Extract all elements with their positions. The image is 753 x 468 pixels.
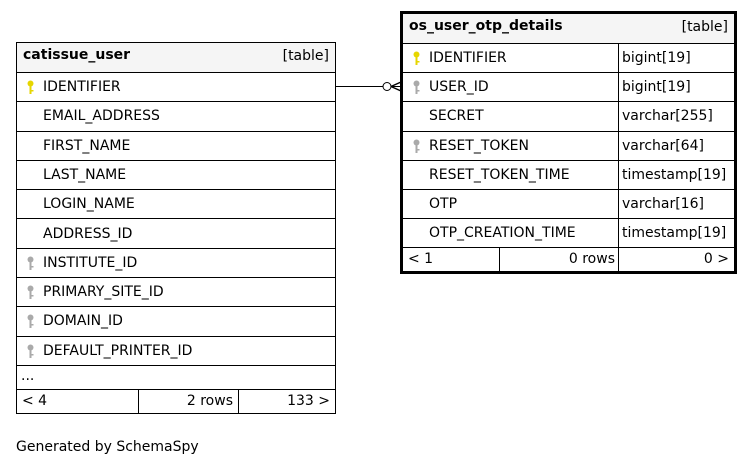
more-columns-row[interactable]: ...: [17, 366, 335, 390]
foreign-key-icon: [27, 285, 34, 300]
column-row[interactable]: OTP_CREATION_TIME timestamp[19]: [403, 219, 734, 249]
column-row[interactable]: DEFAULT_PRINTER_ID: [17, 337, 335, 366]
table-type: [table]: [681, 19, 728, 35]
table-name[interactable]: catissue_user: [23, 47, 131, 63]
column-name: LAST_NAME: [43, 166, 127, 183]
column-type: bigint[19]: [622, 50, 691, 66]
column-name: PRIMARY_SITE_ID: [43, 284, 164, 301]
primary-key-icon: [413, 51, 420, 65]
footer-divider: [499, 248, 500, 271]
column-name: RESET_TOKEN_TIME: [429, 166, 570, 183]
column-divider: [618, 190, 619, 219]
table-name[interactable]: os_user_otp_details: [409, 18, 563, 34]
column-row[interactable]: ADDRESS_ID: [17, 220, 335, 249]
table-type: [table]: [282, 48, 329, 64]
primary-key-icon: [27, 80, 34, 94]
foreign-key-icon: [27, 344, 34, 358]
column-type: timestamp[19]: [622, 225, 727, 242]
column-divider: [618, 73, 619, 102]
column-type: bigint[19]: [622, 79, 691, 96]
table-header[interactable]: catissue_user [table]: [17, 43, 335, 73]
column-row[interactable]: FIRST_NAME: [17, 132, 335, 161]
footer-divider: [618, 248, 619, 271]
column-type: timestamp[19]: [622, 166, 727, 183]
children-count[interactable]: 133 >: [287, 393, 330, 409]
column-type: varchar[16]: [622, 196, 704, 212]
table-os-user-otp-details[interactable]: os_user_otp_details [table] IDENTIFIER bi…: [400, 11, 737, 274]
column-divider: [618, 160, 619, 189]
column-divider: [618, 131, 619, 160]
column-name: INSTITUTE_ID: [43, 254, 138, 271]
generated-by-note: Generated by SchemaSpy: [16, 439, 199, 455]
column-name: SECRET: [429, 108, 484, 125]
column-name: DOMAIN_ID: [43, 313, 123, 330]
column-name: EMAIL_ADDRESS: [43, 108, 160, 125]
row-count: 0 rows: [568, 251, 615, 267]
column-row[interactable]: SECRET varchar[255]: [403, 102, 734, 132]
row-count: 2 rows: [186, 393, 233, 409]
column-row[interactable]: INSTITUTE_ID: [17, 249, 335, 279]
table-footer: < 4 2 rows 133 >: [17, 390, 335, 414]
footer-divider: [238, 390, 239, 414]
foreign-key-icon: [27, 256, 34, 270]
column-row[interactable]: IDENTIFIER bigint[19]: [403, 44, 734, 74]
more-columns-label: ...: [21, 368, 35, 384]
column-row[interactable]: OTP varchar[16]: [403, 190, 734, 220]
column-name: USER_ID: [429, 79, 489, 96]
foreign-key-icon: [413, 80, 420, 95]
table-header[interactable]: os_user_otp_details [table]: [403, 14, 734, 44]
column-name: OTP_CREATION_TIME: [429, 225, 576, 242]
column-type: varchar[255]: [622, 108, 713, 125]
column-name: LOGIN_NAME: [43, 196, 135, 213]
table-catissue-user[interactable]: catissue_user [table] IDENTIFIER EMAIL_AD…: [16, 42, 336, 414]
foreign-key-icon: [27, 314, 34, 329]
column-row[interactable]: LOGIN_NAME: [17, 190, 335, 220]
column-divider: [618, 219, 619, 248]
column-row[interactable]: RESET_TOKEN_TIME timestamp[19]: [403, 160, 734, 190]
column-name: DEFAULT_PRINTER_ID: [43, 342, 193, 359]
column-row[interactable]: PRIMARY_SITE_ID: [17, 278, 335, 308]
footer-divider: [138, 390, 139, 414]
parents-count[interactable]: < 1: [408, 251, 434, 267]
column-type: varchar[64]: [622, 137, 704, 154]
column-row[interactable]: USER_ID bigint[19]: [403, 73, 734, 103]
column-divider: [618, 44, 619, 73]
foreign-key-icon: [413, 139, 420, 153]
column-name: ADDRESS_ID: [43, 225, 133, 242]
column-name: IDENTIFIER: [429, 50, 507, 66]
column-divider: [618, 102, 619, 131]
column-row[interactable]: DOMAIN_ID: [17, 307, 335, 337]
column-name: RESET_TOKEN: [429, 137, 529, 154]
column-row[interactable]: RESET_TOKEN varchar[64]: [403, 131, 734, 161]
edge-zero-marker: [382, 82, 392, 91]
column-name: FIRST_NAME: [43, 137, 131, 154]
parents-count[interactable]: < 4: [22, 393, 48, 409]
column-row[interactable]: LAST_NAME: [17, 161, 335, 191]
children-count[interactable]: 0 >: [703, 251, 729, 267]
column-row[interactable]: IDENTIFIER: [17, 73, 335, 103]
column-row[interactable]: EMAIL_ADDRESS: [17, 102, 335, 132]
column-name: OTP: [429, 196, 458, 212]
column-name: IDENTIFIER: [43, 79, 121, 95]
table-footer: < 1 0 rows 0 >: [403, 248, 734, 271]
